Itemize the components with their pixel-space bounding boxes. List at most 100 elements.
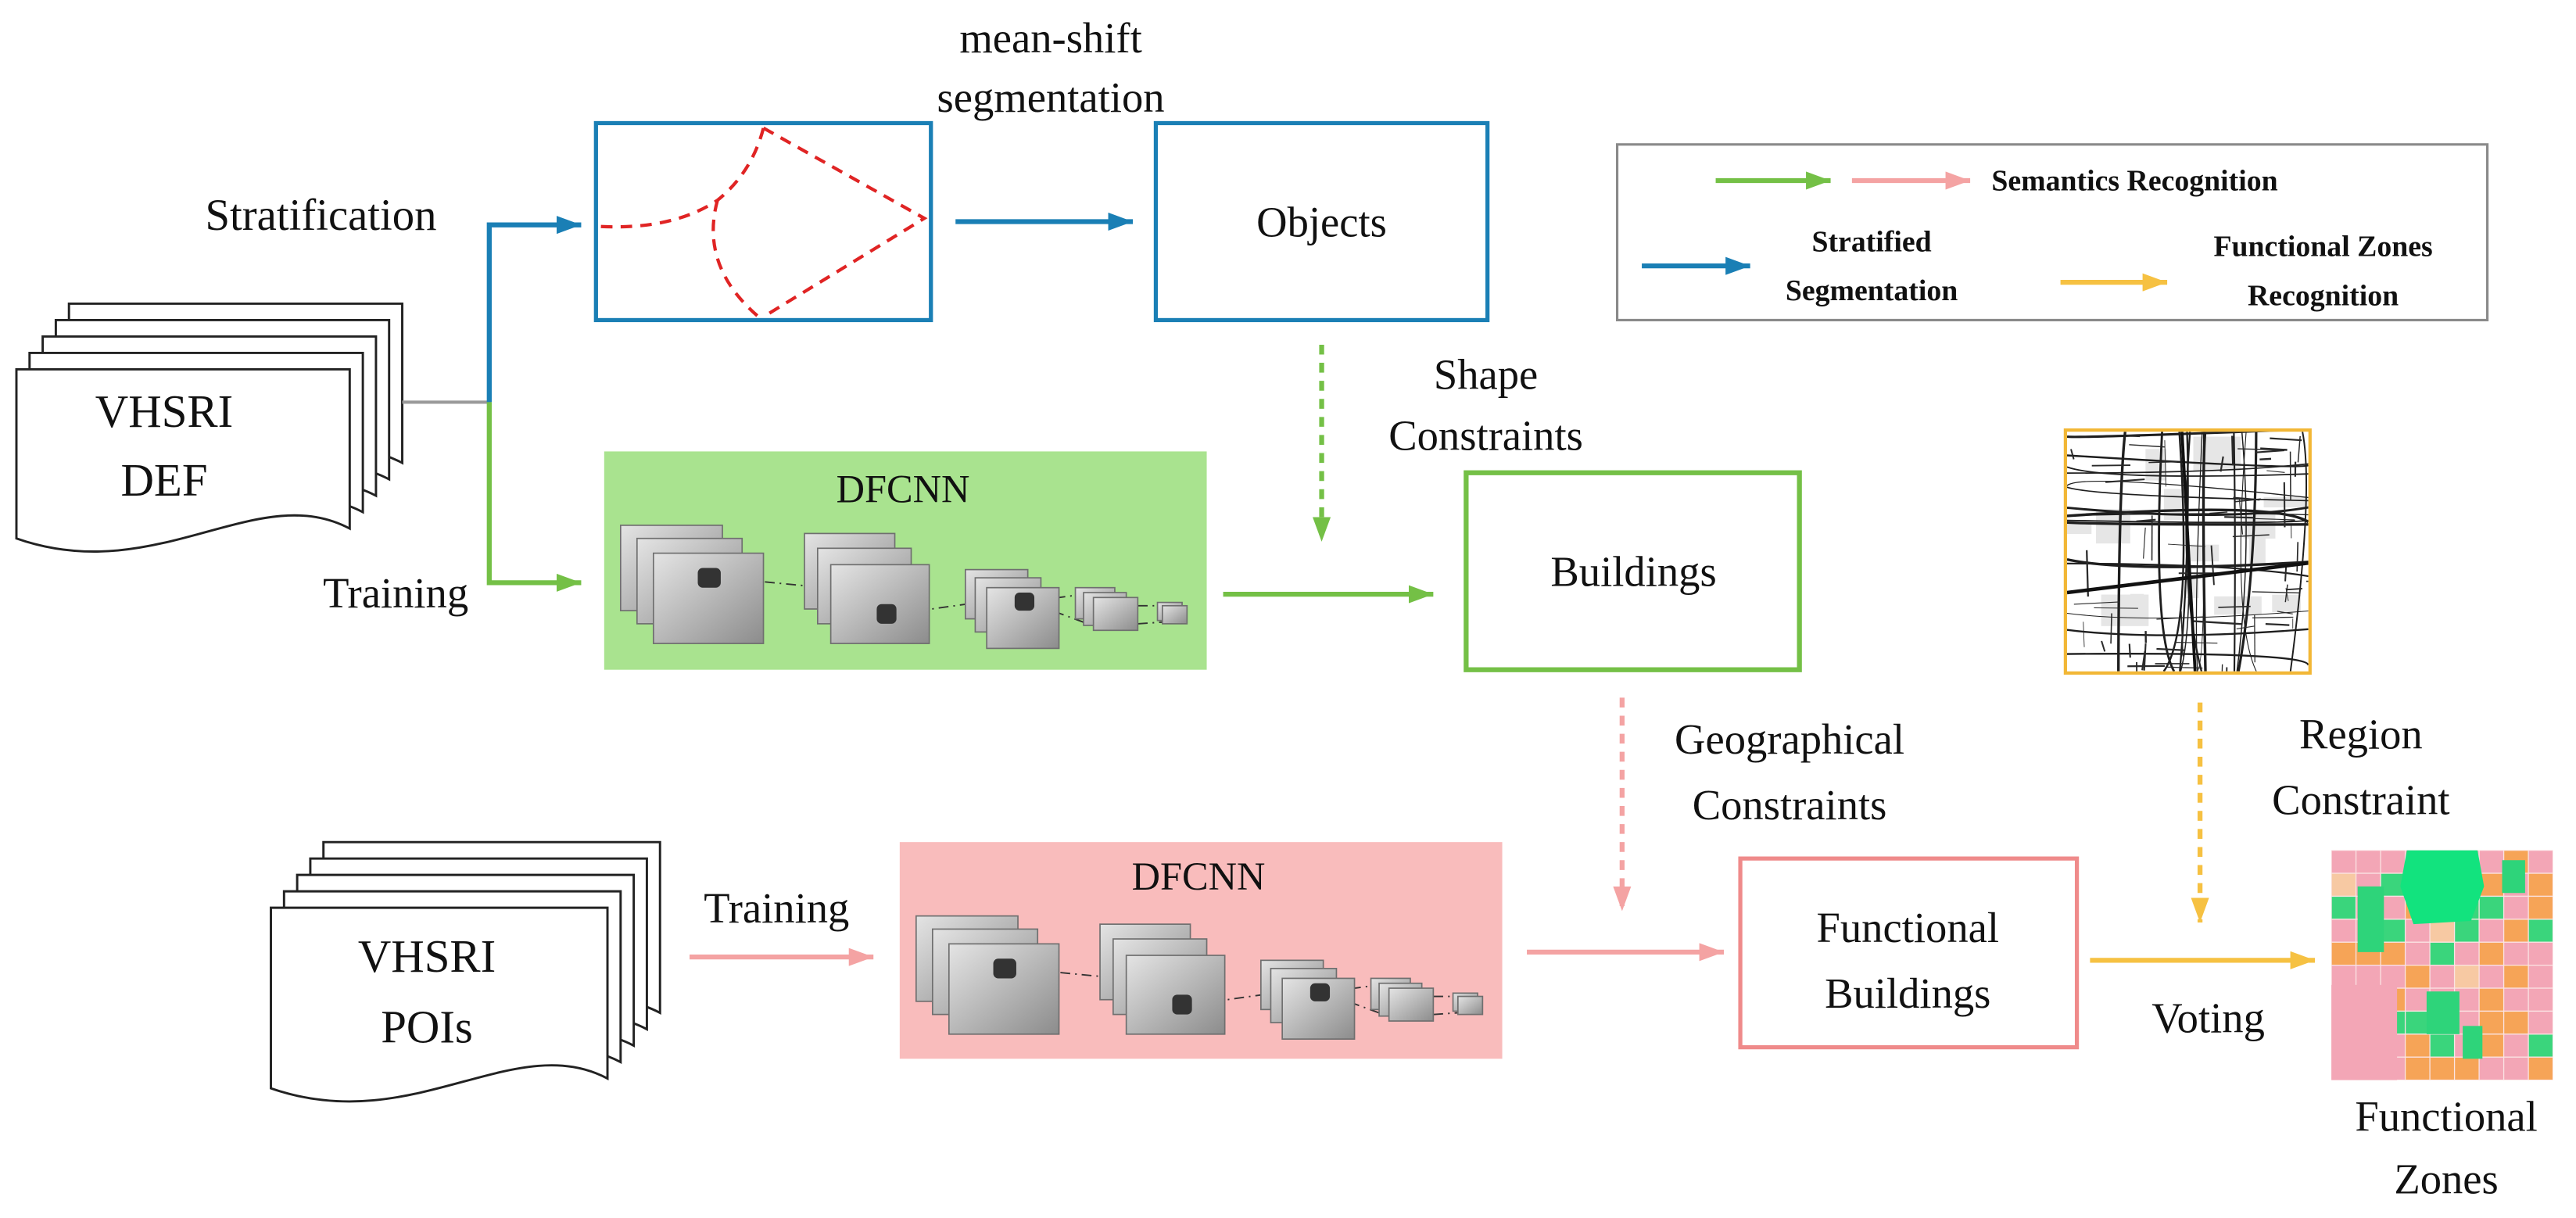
training-label-bottom: Training (704, 884, 849, 932)
zone-cell (2478, 895, 2505, 920)
road-segment (2156, 647, 2186, 651)
functional-buildings-line2: Buildings (1825, 969, 1990, 1017)
road-map-block (2066, 522, 2092, 535)
legend: Semantics Recognition Stratified Segment… (1615, 143, 2489, 322)
zone-cell (2331, 919, 2357, 943)
road-segment (2224, 516, 2254, 519)
document-page-1 (270, 906, 609, 1103)
road-segment (2297, 435, 2301, 463)
road-line (2066, 610, 2309, 619)
road-line (2162, 432, 2185, 672)
road-line (2066, 480, 2309, 499)
road-line (2066, 463, 2309, 475)
layer-connector (722, 577, 808, 587)
road-map-lines (2066, 432, 2309, 672)
road-segment (2164, 440, 2166, 487)
zone-map-cells (2331, 850, 2553, 1080)
zone-green-space (2502, 860, 2525, 894)
zone-cell (2355, 850, 2381, 874)
zone-cell (2429, 1034, 2456, 1058)
feature-map-1-3 (652, 552, 765, 644)
source-documents-vhsri-def: VHSRI DEF (15, 302, 403, 553)
zone-cell (2478, 965, 2505, 989)
convolution-kernel-3 (1014, 593, 1035, 611)
road-segment (2091, 464, 2131, 467)
zone-cell (2404, 965, 2431, 989)
zone-cell (2478, 941, 2505, 966)
zone-cell (2331, 850, 2357, 874)
road-segment (2166, 666, 2203, 669)
feature-map-2-3 (1125, 955, 1226, 1035)
segmentation-box (593, 120, 933, 323)
zone-cell (2478, 987, 2505, 1012)
road-segment (2252, 616, 2294, 618)
road-segment (2180, 611, 2184, 657)
road-map-block (2272, 594, 2302, 612)
zone-cell (2528, 1034, 2553, 1058)
main-road (2180, 432, 2197, 672)
road-segment (2210, 545, 2215, 586)
zone-cell (2478, 1010, 2505, 1035)
road-segment (2070, 449, 2075, 460)
source-documents-vhsri-pois: VHSRI POIs (270, 840, 661, 1103)
zone-cell (2528, 872, 2553, 897)
road-map-block (2101, 594, 2149, 626)
zone-green-space (2426, 991, 2460, 1034)
main-road (2066, 561, 2309, 595)
geographical-constraints-line1: Geographical (1675, 715, 1904, 763)
road-line (2066, 653, 2309, 666)
source-top-line2: DEF (120, 455, 207, 506)
segmentation-image (593, 120, 933, 323)
zone-cell (2528, 895, 2553, 920)
road-segment (2129, 444, 2166, 448)
legend-functional-zones-recognition-line1: Functional Zones (2213, 231, 2432, 263)
zone-cell (2478, 919, 2505, 943)
convolution-kernel-2 (876, 604, 897, 624)
legend-semantics-recognition: Semantics Recognition (1991, 165, 2277, 198)
layer-connector (1017, 967, 1104, 978)
shape-constraints-line1: Shape (1434, 351, 1538, 399)
zone-green-space (2357, 886, 2384, 952)
road-segment (2209, 511, 2228, 514)
road-line (2158, 432, 2176, 672)
zone-cell (2503, 941, 2529, 966)
zone-cell (2380, 895, 2406, 920)
road-segment (2265, 622, 2290, 626)
road-line (2237, 432, 2258, 672)
road-segment (2284, 584, 2288, 603)
zone-cell (2528, 987, 2553, 1012)
layer-connector (1138, 621, 1163, 625)
zone-cell (2429, 1056, 2456, 1080)
layer-connector (1433, 1012, 1458, 1016)
zone-cell (2404, 1056, 2431, 1080)
zone-cell (2503, 1056, 2529, 1080)
road-line (2066, 466, 2309, 477)
road-line (2240, 432, 2257, 672)
voting-label: Voting (2151, 994, 2265, 1042)
zone-cell (2404, 987, 2431, 1012)
zone-cell (2355, 965, 2381, 989)
convolution-kernel-1 (697, 568, 721, 588)
feature-map-4-3 (1388, 987, 1435, 1022)
road-line (2066, 521, 2309, 526)
region-constraint-line1: Region (2299, 710, 2423, 758)
road-segment (2094, 607, 2138, 609)
road-segment (2193, 620, 2243, 625)
source-bottom-line1: VHSRI (358, 931, 496, 982)
objects-box (1153, 120, 1490, 323)
road-segment (2136, 518, 2156, 522)
zone-cell (2528, 965, 2553, 989)
source-bottom-line2: POIs (381, 1001, 473, 1052)
convolution-kernel-2 (1172, 994, 1192, 1015)
road-map-frame (2063, 428, 2312, 675)
zone-residential (2331, 984, 2398, 1080)
road-segment (2105, 478, 2145, 483)
road-line (2117, 432, 2126, 672)
road-line (2066, 454, 2309, 467)
zone-cell (2453, 919, 2480, 943)
legend-functional-zones-recognition-line2: Recognition (2248, 280, 2399, 313)
zone-cell (2429, 941, 2456, 966)
zone-cell (2503, 987, 2529, 1012)
zone-cell (2331, 941, 2357, 966)
road-segment (2284, 566, 2288, 582)
